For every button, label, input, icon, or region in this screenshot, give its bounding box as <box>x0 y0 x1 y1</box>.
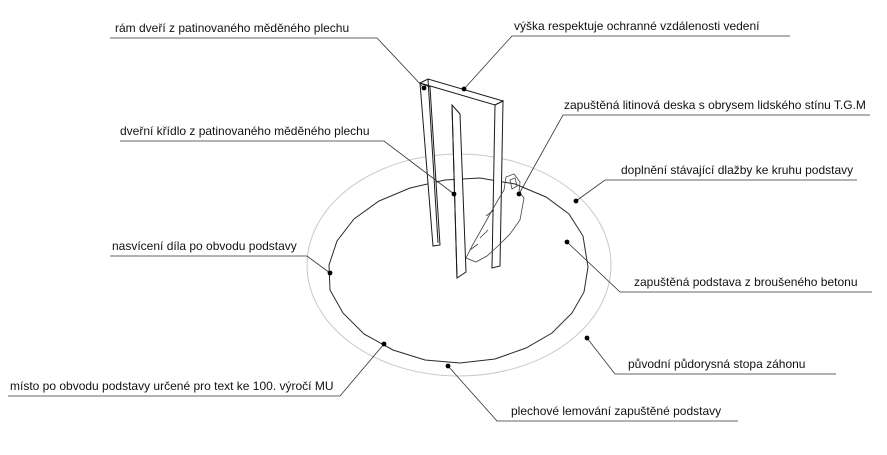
leader-dots <box>327 85 590 369</box>
label-text-place: místo po obvodu podstavy určené pro text… <box>10 379 334 393</box>
label-cast-iron-plate: zapuštěná litinová deska s obrysem lidsk… <box>564 98 866 112</box>
label-door-leaf: dveřní křídlo z patinovaného měděného pl… <box>120 124 370 138</box>
leader-lines <box>8 35 872 422</box>
base-polygon <box>328 177 589 364</box>
label-base: zapuštěná podstava z broušeného betonu <box>634 275 858 289</box>
label-original-footprint: původní půdorysná stopa záhonu <box>628 357 806 371</box>
door-leaf <box>451 103 467 279</box>
label-height: výška respektuje ochranné vzdálenosti ve… <box>514 19 760 33</box>
label-edging: plechové lemování zapuštěné podstavy <box>511 404 722 418</box>
label-lighting: nasvícení díla po obvodu podstavy <box>112 239 297 253</box>
tgm-shadow-plate <box>465 173 525 263</box>
door-frame <box>418 78 505 269</box>
label-paving: doplnění stávající dlažby ke kruhu podst… <box>621 163 854 177</box>
label-door-frame: rám dveří z patinovaného měděného plechu <box>115 21 350 35</box>
